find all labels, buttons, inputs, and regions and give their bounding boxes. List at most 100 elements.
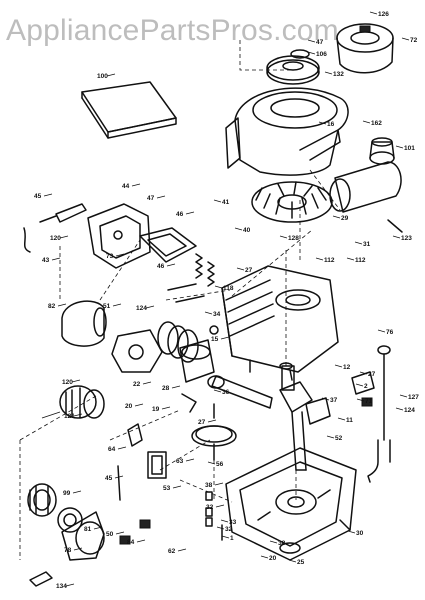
- callout-piston: 15: [211, 336, 230, 343]
- callout-blower-top: 72: [401, 37, 418, 44]
- leader-line: [318, 121, 327, 125]
- callout-screw: 36: [213, 389, 230, 396]
- callout-boot: 120: [50, 235, 69, 242]
- callout-arm: 20: [125, 403, 144, 410]
- cylinder-block: [221, 265, 339, 381]
- callout-number: 51: [103, 303, 111, 310]
- piston: [179, 325, 219, 383]
- leader-line: [161, 406, 171, 410]
- leader-line: [399, 394, 408, 398]
- leader-line: [185, 458, 195, 462]
- assembly-guide-lines: [19, 40, 341, 560]
- leader-line: [392, 235, 401, 239]
- callout-number: 162: [371, 120, 382, 127]
- callout-bolt: 33: [220, 519, 237, 526]
- leader-line: [214, 285, 223, 289]
- callout-cap: 126: [369, 11, 389, 18]
- callout-base-plate: 1: [221, 535, 234, 542]
- callout-blower-housing: 16: [318, 121, 335, 128]
- spark-plug: [23, 203, 87, 253]
- carburetor-cover: [87, 203, 151, 269]
- callout-number: 27: [368, 371, 376, 378]
- callout-seal: 38: [205, 482, 224, 489]
- callout-number: 50: [106, 531, 114, 538]
- callout-number: 27: [198, 419, 206, 426]
- callout-number: 123: [401, 235, 412, 242]
- callout-number: 134: [56, 583, 67, 590]
- leader-line: [214, 482, 224, 486]
- callout-filter-element: 99: [63, 490, 82, 497]
- leader-line: [369, 11, 378, 15]
- callout-number: 40: [243, 227, 251, 234]
- leader-line: [269, 540, 278, 544]
- callout-number: 29: [341, 215, 349, 222]
- leader-line: [115, 253, 125, 257]
- callout-pin: 12: [334, 364, 351, 371]
- leader-line: [401, 37, 410, 41]
- leader-line: [377, 329, 386, 333]
- leader-line: [207, 419, 217, 423]
- callout-number: 112: [355, 257, 366, 264]
- leader-line: [236, 267, 245, 271]
- callout-starter-gear: 132: [324, 71, 344, 78]
- leader-line: [177, 548, 187, 552]
- leader-line: [220, 336, 230, 340]
- leader-line: [57, 303, 67, 307]
- blower-housing: [225, 87, 349, 176]
- callout-number: 15: [211, 336, 219, 343]
- callout-number: 120: [50, 235, 61, 242]
- callout-washer: 112: [315, 257, 335, 264]
- callout-screw: 134: [56, 583, 75, 590]
- callout-crankshaft: 37: [321, 397, 338, 404]
- leader-line: [73, 413, 83, 417]
- valve-springs: [167, 253, 215, 303]
- callout-number: 38: [205, 482, 213, 489]
- callout-number: 47: [147, 195, 155, 202]
- callout-number: 71: [365, 398, 373, 405]
- callout-screw: 32: [206, 504, 225, 511]
- callout-filter-base: 81: [84, 526, 103, 533]
- callout-number: 84: [127, 539, 135, 546]
- callout-screw: 47: [307, 39, 324, 46]
- muffler: [329, 137, 403, 233]
- watermark-text: AppliancePartsPros.com: [6, 14, 339, 47]
- callout-number: 63: [176, 458, 184, 465]
- callout-cam: 27: [198, 419, 217, 426]
- callout-number: 118: [223, 285, 234, 292]
- callout-number: 20: [269, 555, 277, 562]
- callout-gear: 52: [326, 435, 343, 442]
- callout-number: 11: [346, 417, 353, 424]
- callout-number: 101: [404, 145, 415, 152]
- callout-number: 106: [316, 51, 327, 58]
- leader-line: [337, 417, 346, 421]
- leader-line: [117, 446, 127, 450]
- leader-line: [288, 559, 297, 563]
- leader-line: [131, 183, 141, 187]
- leader-line: [215, 504, 225, 508]
- leader-line: [354, 241, 363, 245]
- callout-number: 82: [48, 303, 56, 310]
- valve-cover-gasket: [139, 227, 197, 263]
- starter-cup: [336, 23, 394, 74]
- callout-number: 112: [324, 257, 335, 264]
- callout-number: 28: [162, 385, 170, 392]
- callout-number: 46: [176, 211, 184, 218]
- leader-line: [213, 199, 222, 203]
- leader-line: [43, 193, 53, 197]
- callout-number: 121: [64, 413, 75, 420]
- leader-line: [51, 257, 61, 261]
- callout-muffler-cap: 101: [395, 145, 415, 152]
- callout-dipstick: 76: [377, 329, 394, 336]
- leader-line: [71, 379, 81, 383]
- callout-number: 16: [327, 121, 335, 128]
- callout-number: 47: [316, 39, 324, 46]
- callout-plate: 53: [163, 485, 182, 492]
- callout-number: 46: [157, 263, 165, 270]
- callout-washer: 56: [207, 461, 224, 468]
- leader-line: [166, 263, 176, 267]
- leader-line: [332, 215, 341, 219]
- leader-line: [185, 211, 195, 215]
- callout-governor: 63: [176, 458, 195, 465]
- callout-number: 25: [297, 559, 305, 566]
- leader-line: [172, 485, 182, 489]
